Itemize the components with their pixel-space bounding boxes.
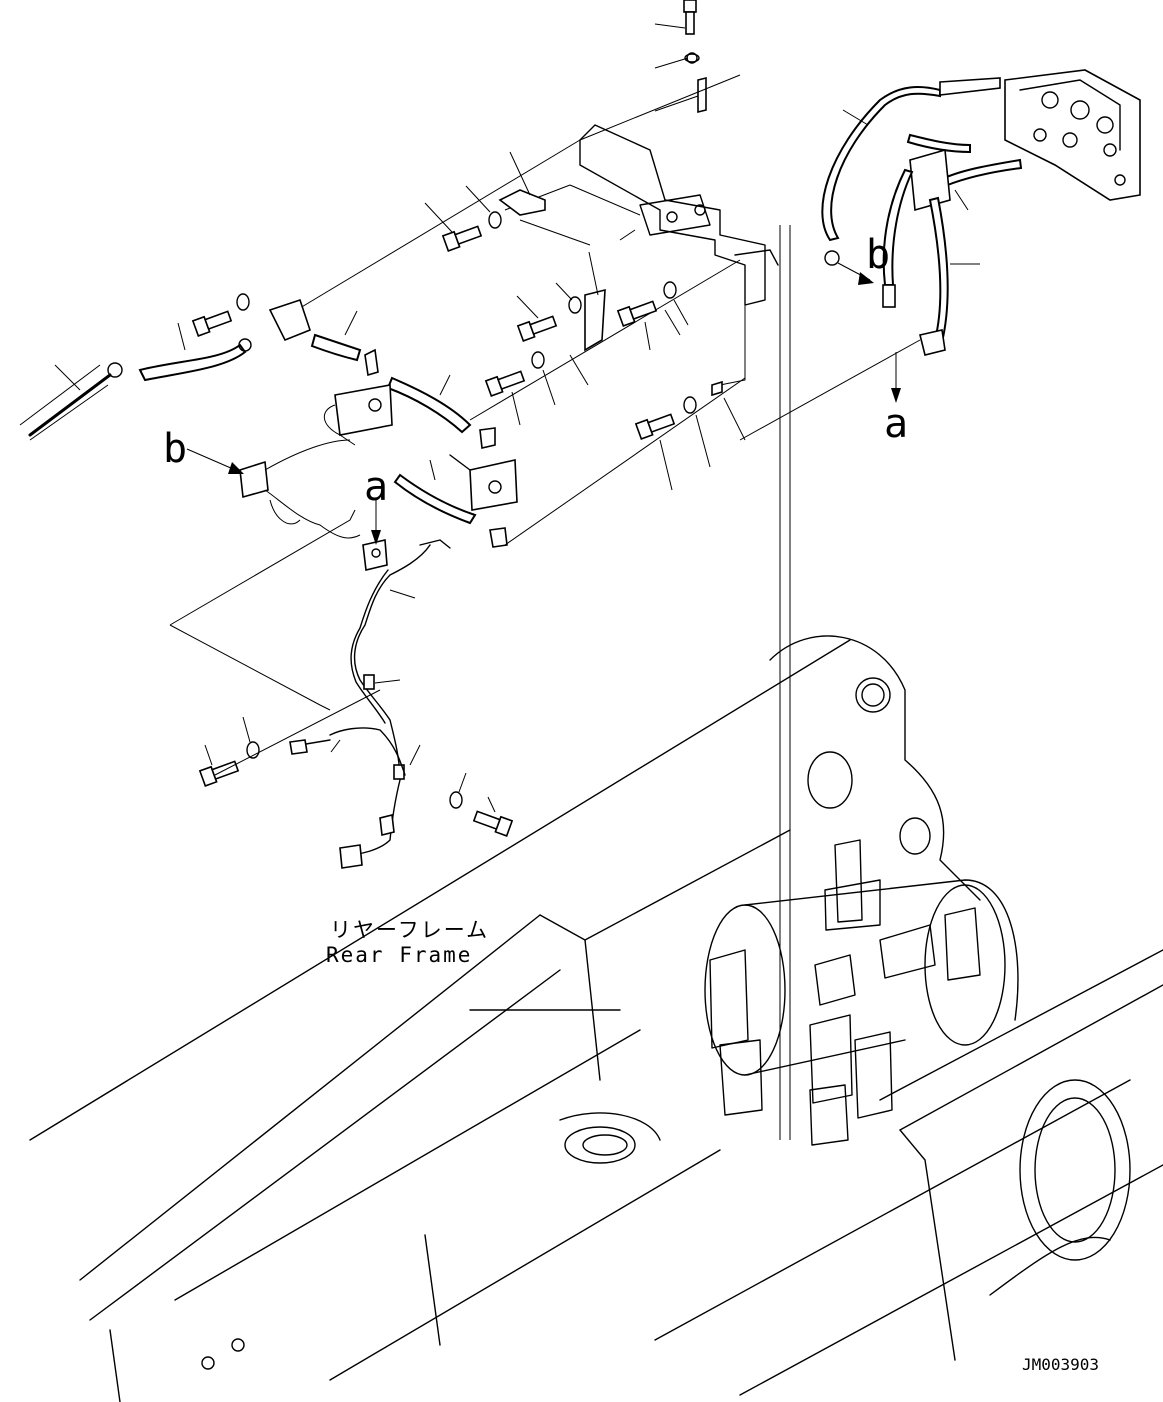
callout-b-left: b (163, 426, 187, 472)
valve-bracket (279, 124, 779, 421)
leader-lines (54, 23, 980, 813)
frame-label-english: Rear Frame (326, 943, 472, 967)
left-hose-assembly (19, 298, 746, 571)
frame-label-japanese: リヤーフレーム (330, 918, 489, 942)
callout-b-right: b (866, 232, 890, 278)
arrow-a-right-icon (891, 388, 901, 403)
control-valve-assembly (579, 69, 1141, 441)
washers (236, 53, 700, 809)
arrow-b-left-icon (228, 462, 244, 474)
clamp-parts (498, 52, 723, 397)
callout-a-top: a (364, 464, 388, 510)
wiring-harness (169, 509, 451, 869)
callout-a-right: a (884, 401, 908, 447)
arrow-b-right-icon (858, 272, 874, 285)
callout-arrows (186, 262, 901, 545)
arrow-a-top-icon (371, 530, 381, 545)
bolts (191, 0, 697, 837)
rear-frame (29, 225, 1163, 1402)
drawing-id: JM003903 (1022, 1355, 1099, 1374)
